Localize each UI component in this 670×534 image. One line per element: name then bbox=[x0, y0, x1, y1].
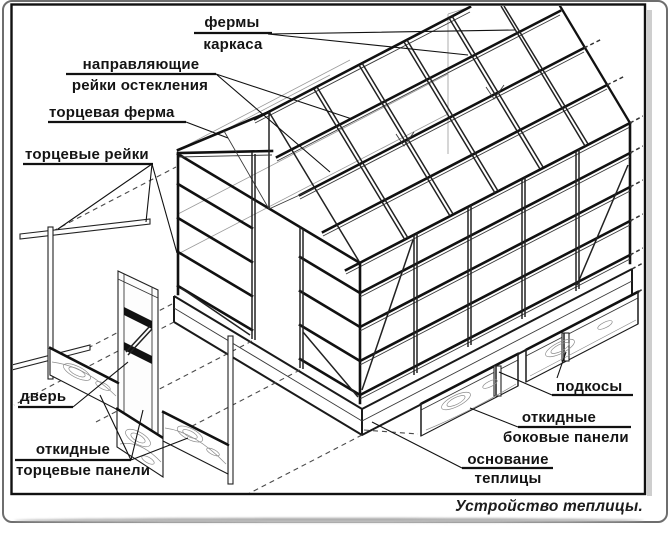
label-hinged-end-panels-line1: откидные bbox=[35, 441, 111, 458]
label-hinged-side-panels-line2: боковые панели bbox=[503, 429, 629, 446]
rail-break-marks bbox=[583, 38, 643, 296]
door-opening-posts bbox=[251, 152, 304, 369]
roof-rail-companions bbox=[254, 11, 631, 275]
label-frame-trusses-line1: фермы bbox=[204, 14, 260, 31]
figure-caption: Устройство теплицы. bbox=[455, 498, 643, 515]
label-glazing-rails-line2: рейки остекления bbox=[71, 77, 209, 94]
projection-lines bbox=[13, 166, 419, 493]
leader-lines bbox=[57, 29, 567, 469]
side-wall-rails bbox=[358, 151, 632, 397]
label-base-line2: теплицы bbox=[474, 470, 542, 487]
end-truss-members bbox=[268, 111, 361, 264]
card-bottom-shadow bbox=[14, 518, 644, 523]
side-panel-wood-grain bbox=[425, 319, 637, 431]
label-underlines bbox=[15, 31, 633, 470]
label-braces: подкосы bbox=[556, 378, 623, 395]
side-wall-braces bbox=[361, 164, 629, 391]
side-wall-posts bbox=[413, 149, 580, 375]
corner-posts bbox=[176, 121, 632, 405]
label-frame-trusses-line2: каркаса bbox=[203, 36, 263, 53]
end-truss-webs bbox=[177, 130, 316, 210]
label-hinged-side-panels-line1: откидные bbox=[521, 409, 597, 426]
truss-webbing bbox=[395, 84, 505, 147]
end-wall-braces bbox=[180, 287, 359, 398]
label-base-line1: основание bbox=[467, 451, 549, 468]
base-step-line bbox=[173, 280, 633, 422]
far-gable-edge bbox=[558, 6, 632, 125]
end-wall-rails bbox=[176, 182, 362, 397]
label-end-truss: торцевая ферма bbox=[49, 104, 175, 121]
label-glazing-rails-line1: направляющие bbox=[82, 56, 200, 73]
side-wall-rail-companions bbox=[359, 156, 631, 400]
roof-trusses bbox=[313, 6, 589, 241]
label-end-rails: торцевые рейки bbox=[25, 146, 149, 163]
frame-shadow bbox=[647, 10, 652, 496]
label-door: дверь bbox=[20, 388, 67, 405]
label-hinged-end-panels-line2: торцевые панели bbox=[16, 462, 151, 479]
